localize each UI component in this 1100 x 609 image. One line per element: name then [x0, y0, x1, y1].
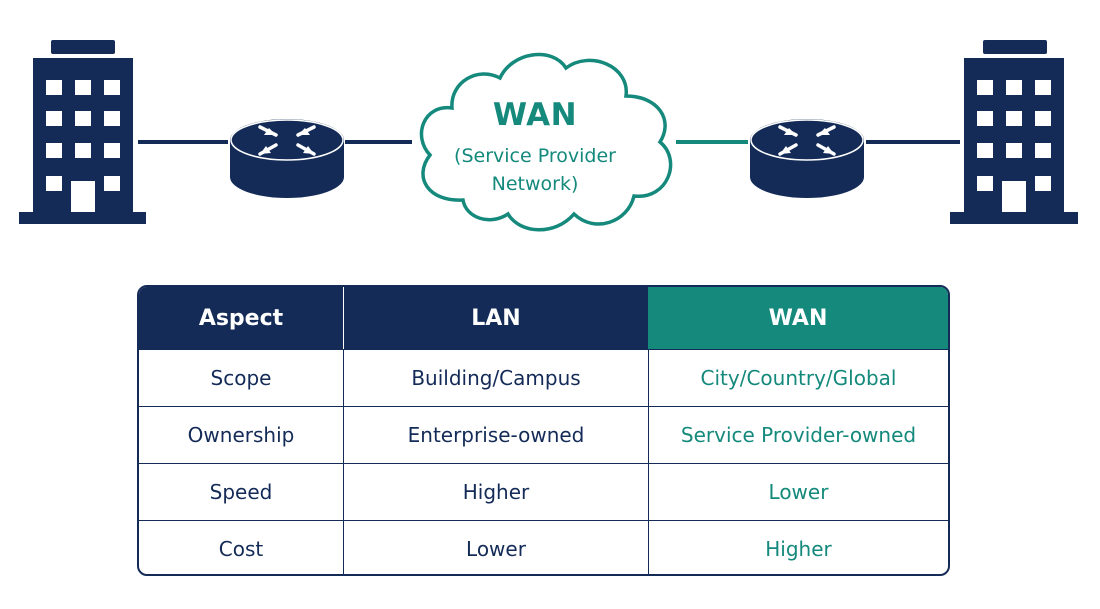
cloud-subtitle: (Service Provider Network) — [420, 142, 650, 198]
cloud-subtitle-line2: Network) — [491, 173, 579, 195]
office-building-icon — [950, 40, 1078, 224]
lan-cell: Enterprise-owned — [343, 407, 648, 463]
lan-cell: Lower — [343, 521, 648, 574]
wan-cell: Lower — [648, 464, 948, 520]
router-icon — [230, 119, 344, 198]
header-lan: LAN — [343, 287, 648, 349]
office-building-icon — [19, 40, 146, 224]
aspect-cell: Scope — [210, 366, 272, 390]
table-row: Ownership Enterprise-owned Service Provi… — [139, 406, 948, 463]
cloud-subtitle-line1: (Service Provider — [454, 145, 616, 167]
wan-cell: City/Country/Global — [648, 350, 948, 406]
table-row: Cost Lower Higher — [139, 520, 948, 574]
router-icon — [750, 119, 864, 198]
table-header-row: Aspect LAN WAN — [139, 287, 948, 349]
aspect-cell: Ownership — [187, 423, 295, 447]
wan-cell: Higher — [648, 521, 948, 574]
header-aspect: Aspect — [139, 287, 343, 349]
header-wan: WAN — [648, 287, 948, 349]
aspect-cell: Cost — [218, 537, 264, 561]
lan-cell: Building/Campus — [343, 350, 648, 406]
wan-cell: Service Provider-owned — [648, 407, 948, 463]
table-row: Speed Higher Lower — [139, 463, 948, 520]
network-diagram — [19, 40, 1078, 232]
comparison-table: Aspect LAN WAN Scope Building/Campus Cit… — [137, 285, 950, 576]
cloud-title: WAN — [492, 97, 578, 133]
aspect-cell: Speed — [209, 480, 273, 504]
table-row: Scope Building/Campus City/Country/Globa… — [139, 349, 948, 406]
lan-cell: Higher — [343, 464, 648, 520]
cloud-icon — [419, 52, 673, 232]
